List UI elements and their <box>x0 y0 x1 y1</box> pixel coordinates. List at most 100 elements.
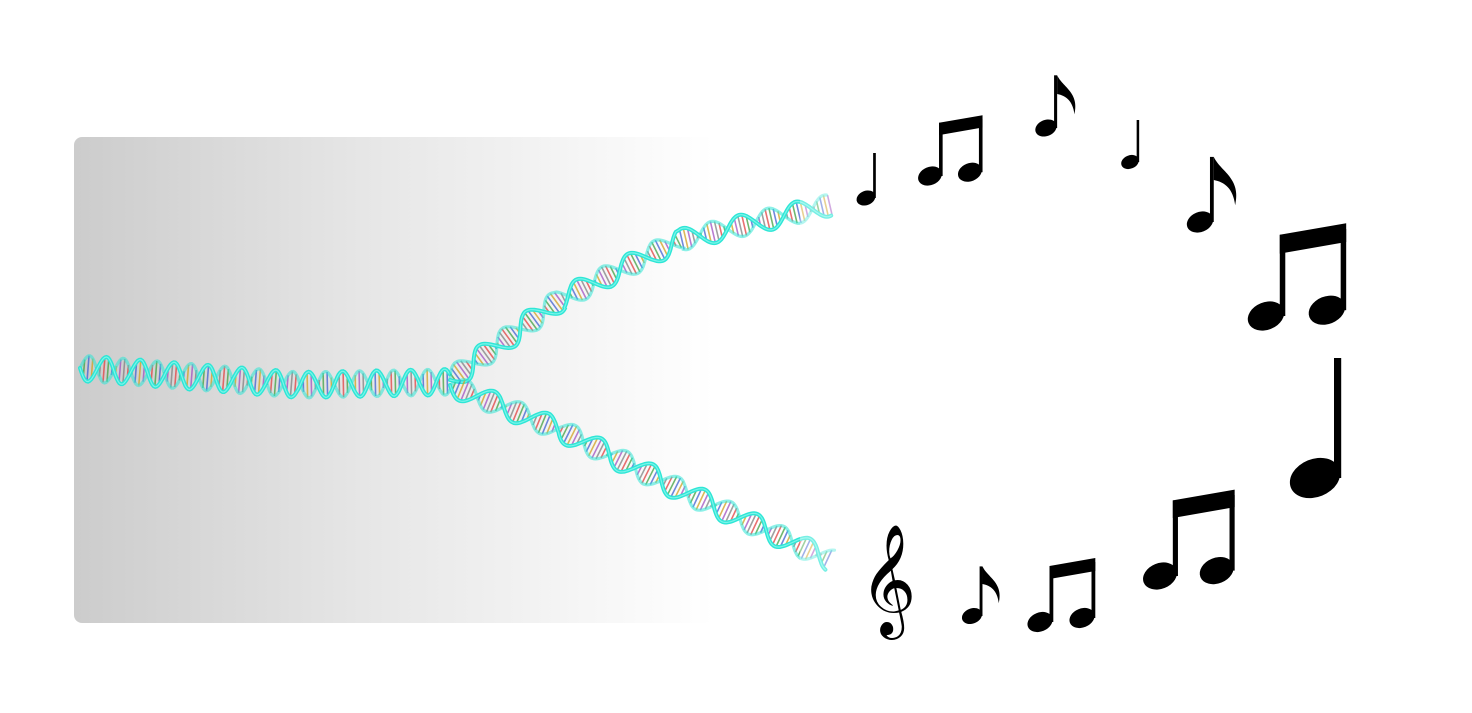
base-pair <box>740 214 748 236</box>
base-pair <box>541 414 552 435</box>
base-pair <box>546 417 554 434</box>
base-pair <box>663 476 673 493</box>
base-pair <box>597 269 609 288</box>
base-pair <box>749 515 761 536</box>
base-pair <box>118 359 122 383</box>
base-pair <box>410 369 413 396</box>
base-pair <box>572 281 584 301</box>
helix-backbone-back <box>448 193 828 382</box>
base-pair <box>779 530 789 548</box>
base-pair <box>566 425 578 446</box>
base-pair <box>241 368 246 393</box>
base-pair <box>455 361 470 380</box>
base-pair <box>768 207 775 230</box>
base-pair <box>771 525 783 546</box>
base-pair <box>273 370 278 397</box>
base-pair <box>613 450 624 469</box>
base-pair <box>456 379 466 400</box>
base-pair <box>122 358 126 384</box>
music-notes: 𝄞 <box>856 75 1347 640</box>
base-pair <box>797 537 808 557</box>
base-pair <box>745 215 751 233</box>
quarter-note-icon <box>1121 120 1140 170</box>
helix-backbone-highlight <box>449 200 832 383</box>
base-pair <box>464 383 473 402</box>
base-pair <box>724 503 735 523</box>
base-pair <box>620 453 631 473</box>
base-pair <box>709 221 717 244</box>
base-pair <box>799 201 806 222</box>
base-pair <box>795 201 802 224</box>
base-pair <box>378 371 381 396</box>
gradient-panel <box>74 137 714 623</box>
base-pair <box>205 364 210 391</box>
base-pair <box>460 360 473 377</box>
base-pair <box>658 239 669 257</box>
base-pair <box>587 437 599 457</box>
base-pair <box>804 541 815 560</box>
base-pair <box>699 492 710 511</box>
beamed-eighth-notes-icon <box>918 115 983 186</box>
base-pair <box>546 295 561 314</box>
base-pair <box>600 266 613 287</box>
base-pair <box>666 476 678 496</box>
base-pair <box>654 239 666 260</box>
base-pair <box>674 481 684 499</box>
dna-trunk <box>78 354 452 400</box>
base-pair <box>826 194 833 216</box>
base-pair <box>695 489 707 511</box>
base-pair <box>595 441 606 460</box>
treble-clef-icon: 𝄞 <box>860 523 917 640</box>
base-pair <box>649 469 659 485</box>
base-pair <box>170 362 174 388</box>
base-pair <box>634 252 644 269</box>
helix-backbone-back <box>78 354 452 400</box>
beamed-eighth-notes-icon <box>1247 223 1347 331</box>
base-pair <box>154 360 158 387</box>
base-pair <box>475 347 490 366</box>
base-pair <box>717 500 728 520</box>
base-pair <box>641 463 653 484</box>
base-pair <box>453 379 462 397</box>
base-pair <box>523 311 538 331</box>
base-pair <box>575 279 588 300</box>
base-pair <box>720 501 732 522</box>
base-pair <box>289 371 294 398</box>
base-pair <box>459 380 470 402</box>
base-pair <box>534 412 544 431</box>
dna-branch-upper <box>448 193 834 385</box>
base-pair <box>544 299 556 315</box>
base-pair <box>760 212 767 229</box>
base-pair <box>306 372 309 398</box>
base-pair <box>501 328 516 347</box>
base-pair <box>591 438 603 459</box>
base-pair <box>253 369 258 394</box>
base-pair <box>775 526 786 548</box>
base-pair <box>706 223 712 243</box>
eighth-note-icon <box>961 566 1000 625</box>
base-pair <box>482 390 492 410</box>
base-pair <box>692 488 703 508</box>
base-pair <box>485 391 496 413</box>
base-pair <box>648 245 658 262</box>
dna-branch-lower <box>448 378 837 572</box>
strand-fade-upper <box>800 180 840 230</box>
base-pair <box>342 371 345 398</box>
base-pair <box>489 393 499 413</box>
base-pair <box>482 343 496 361</box>
base-pair <box>86 355 90 382</box>
quarter-note-icon <box>856 153 876 206</box>
base-pair <box>644 465 656 486</box>
base-pair <box>769 525 778 542</box>
quarter-note-icon <box>1289 358 1342 499</box>
base-pair <box>174 363 178 388</box>
base-pair <box>498 331 512 349</box>
beamed-eighth-notes-icon <box>1143 489 1235 590</box>
base-pair <box>322 372 325 397</box>
base-pair <box>629 252 641 273</box>
base-pair <box>106 358 110 382</box>
base-pair <box>257 369 262 395</box>
base-pair <box>221 366 226 393</box>
helix-backbone-highlight <box>79 356 451 399</box>
